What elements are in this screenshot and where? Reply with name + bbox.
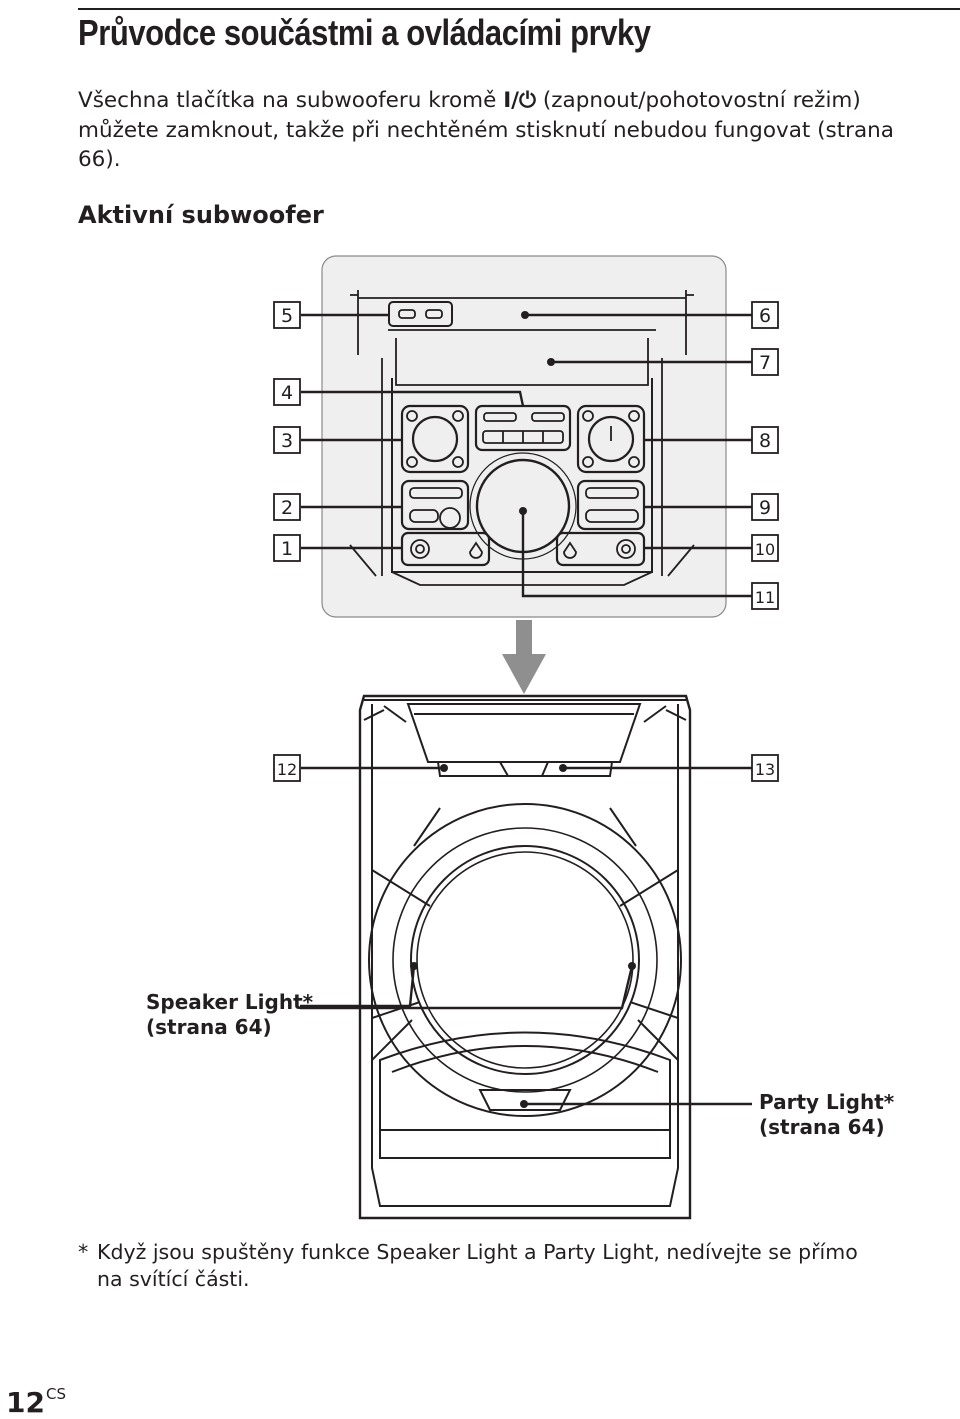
callout-5: 5 <box>281 305 293 327</box>
power-standby-icon: I/⏻ <box>503 88 537 113</box>
party-light-ref: (strana 64) <box>759 1115 885 1139</box>
section-subheading: Aktivní subwoofer <box>78 201 324 229</box>
callout-6: 6 <box>759 305 771 327</box>
intro-paragraph: Všechna tlačítka na subwooferu kromě I/⏻… <box>78 86 938 175</box>
callout-11: 11 <box>755 588 775 607</box>
callout-4: 4 <box>281 382 293 404</box>
speaker-light-label: Speaker Light* (strana 64) <box>146 990 313 1040</box>
speaker-light-title: Speaker Light* <box>146 990 314 1014</box>
callout-8: 8 <box>759 430 771 452</box>
footnote-mark: * <box>78 1240 89 1264</box>
speaker-light-ref: (strana 64) <box>146 1015 272 1039</box>
left-buttons-2 <box>400 479 470 531</box>
callout-3: 3 <box>281 430 293 452</box>
footnote-text: Když jsou spuštěny funkce Speaker Light … <box>97 1240 858 1291</box>
callout-13: 13 <box>755 760 775 779</box>
page-language-code: CS <box>45 1385 66 1403</box>
intro-text-2: (zapnout/pohotovostní režim) můžete zamk… <box>78 88 894 172</box>
callout-2: 2 <box>281 497 293 519</box>
down-arrow <box>502 620 546 694</box>
page-number: 12CS <box>6 1385 66 1419</box>
callout-1: 1 <box>281 538 293 560</box>
page-title: Průvodce součástmi a ovládacími prvky <box>78 12 651 53</box>
party-light-label: Party Light* (strana 64) <box>759 1090 894 1140</box>
intro-text-1: Všechna tlačítka na subwooferu kromě <box>78 88 504 113</box>
speaker-cabinet <box>358 694 692 1220</box>
callout-12: 12 <box>277 760 297 779</box>
callout-10: 10 <box>755 540 775 559</box>
callout-7: 7 <box>759 352 771 374</box>
page-number-value: 12 <box>6 1386 45 1419</box>
right-buttons-9 <box>576 479 646 531</box>
callout-9: 9 <box>759 497 771 519</box>
title-rule <box>78 8 960 10</box>
zoom-box <box>321 255 727 618</box>
leader-lines-top <box>301 313 752 598</box>
leader-lines-bottom <box>300 766 752 1106</box>
party-light-title: Party Light* <box>759 1090 895 1114</box>
